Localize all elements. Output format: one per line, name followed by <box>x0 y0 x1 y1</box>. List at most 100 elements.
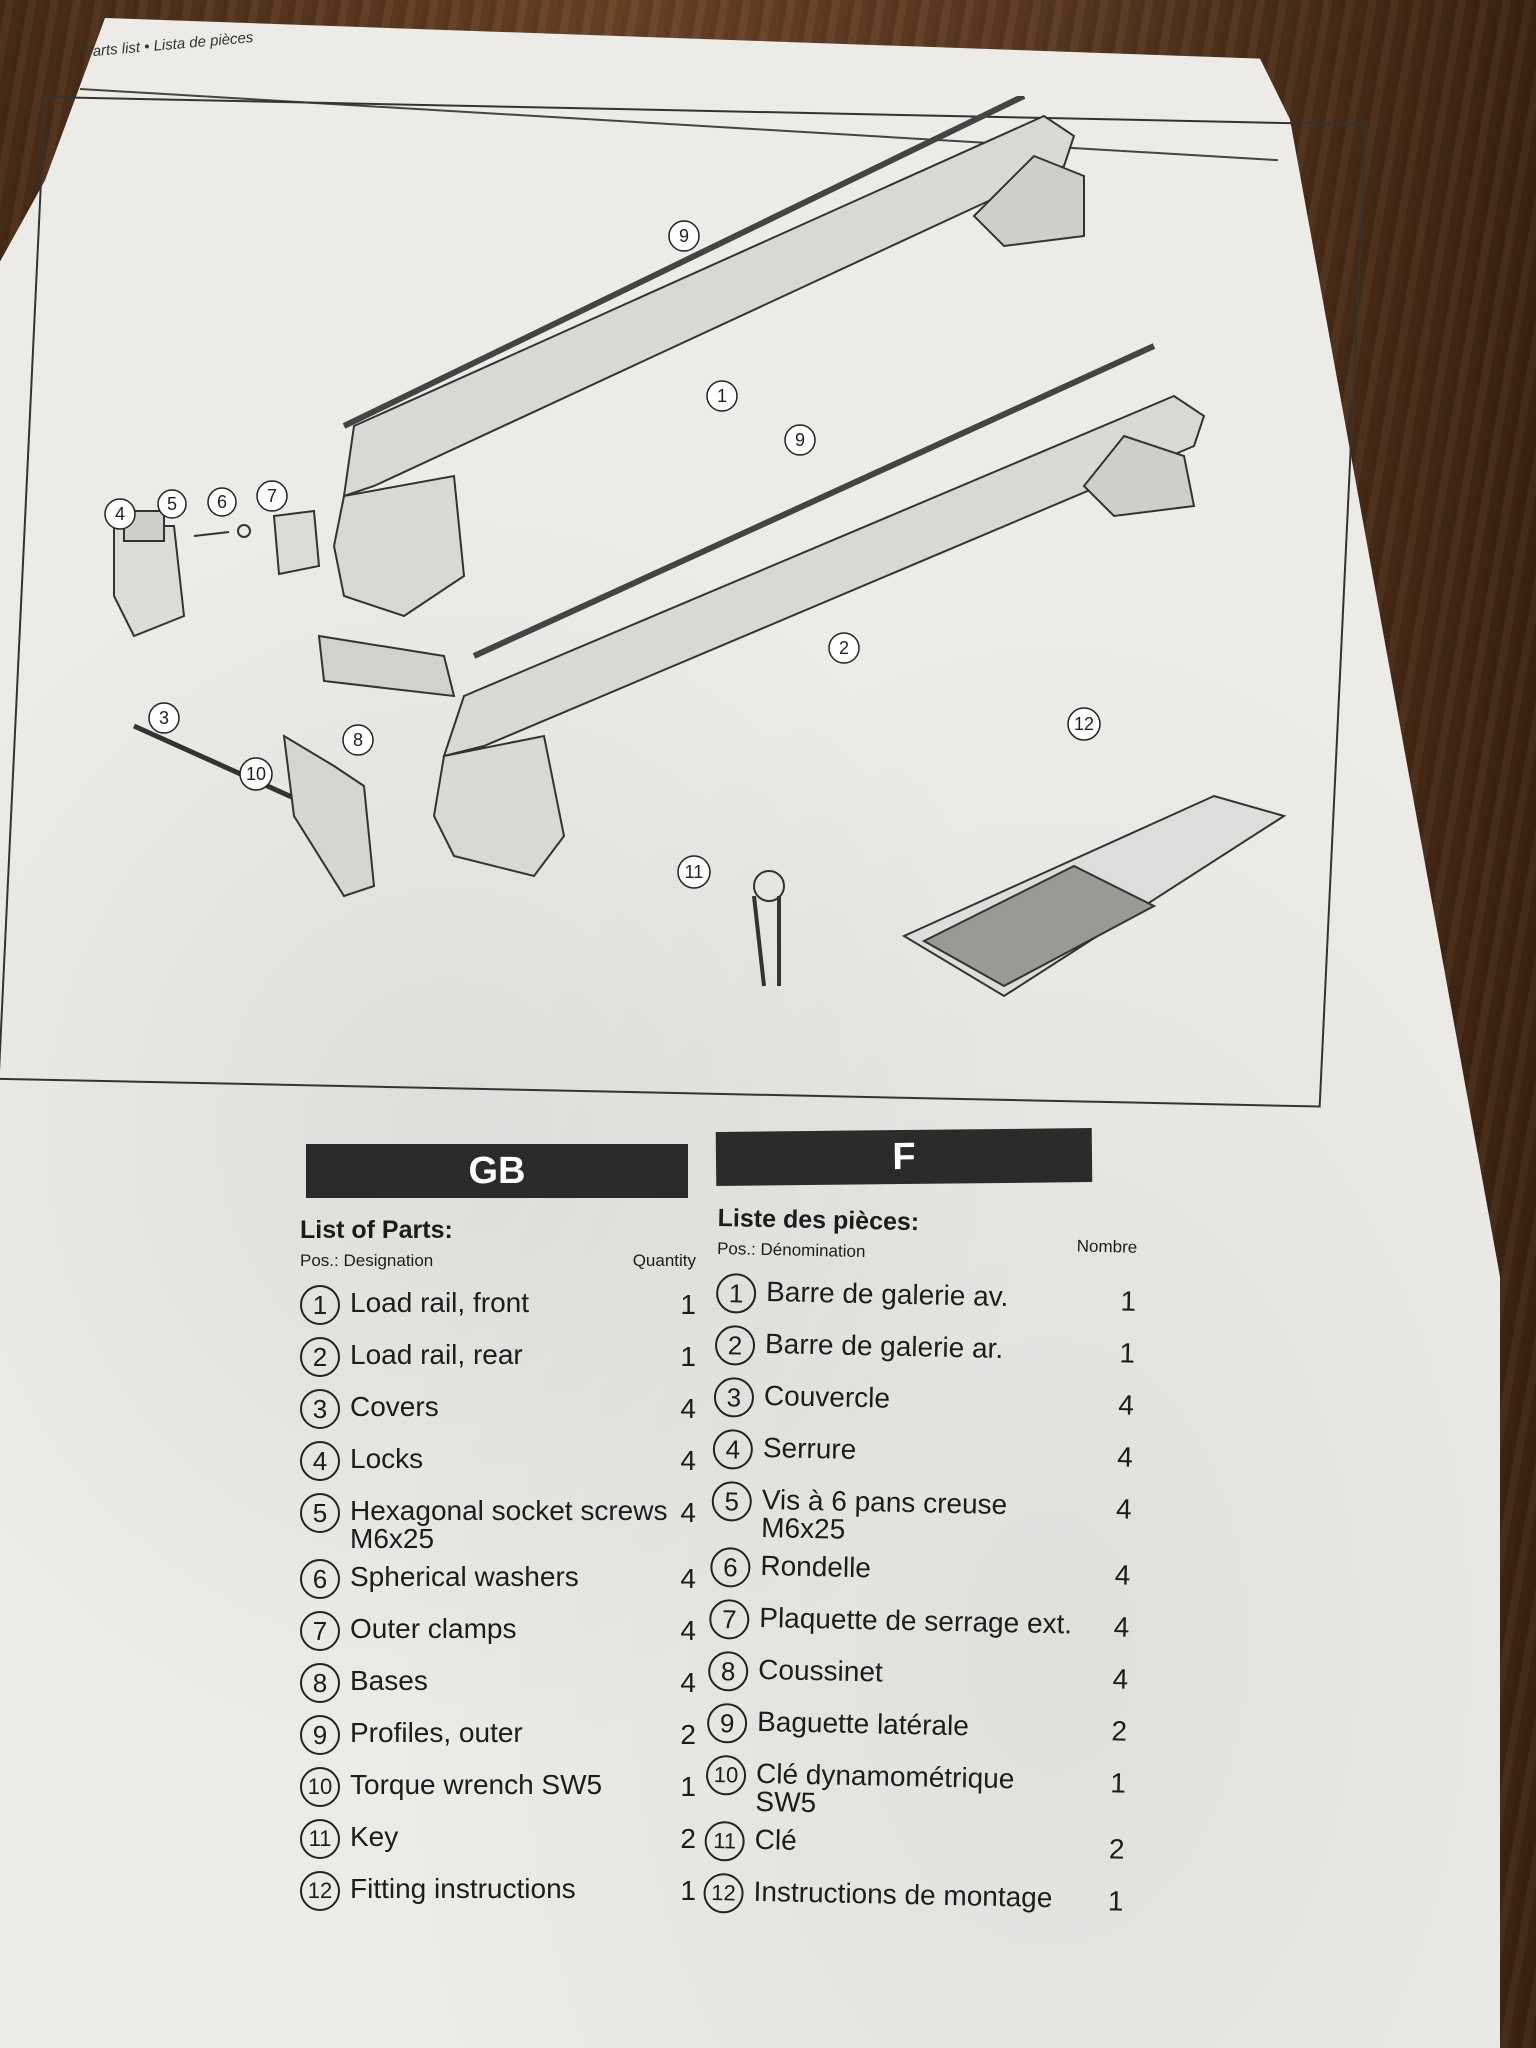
position-number: 11 <box>300 1819 340 1859</box>
pos-designation-label: Pos.: Designation <box>300 1251 434 1270</box>
callout-8: 8 <box>342 724 374 756</box>
position-number: 9 <box>706 1702 748 1744</box>
load-rail-rear <box>442 394 1206 758</box>
part-name: Spherical washers <box>350 1559 579 1591</box>
part-quantity: 1 <box>1119 1337 1136 1369</box>
position-number: 2 <box>714 1324 756 1366</box>
part-name-line: Load rail, rear <box>350 1339 523 1370</box>
part-name-line: Barre de galerie ar. <box>764 1328 1004 1365</box>
roof-rack-exploded-diagram: 1 2 3 4 5 6 7 8 9 9 10 11 12 <box>104 96 1287 998</box>
callout-6: 6 <box>207 487 237 517</box>
callout-9b-label: 9 <box>795 430 805 450</box>
part-quantity: 2 <box>1111 1715 1128 1747</box>
part-name-line: Outer clamps <box>350 1613 517 1644</box>
part-name: Load rail, rear <box>350 1337 523 1369</box>
part-name-line: Clé <box>754 1823 798 1856</box>
part-name-line: Covers <box>350 1391 439 1422</box>
part-quantity: 1 <box>680 1341 696 1372</box>
part-quantity: 2 <box>1108 1833 1125 1865</box>
part-name-line-2: M6x25 <box>350 1523 435 1554</box>
part-name-line: Barre de galerie av. <box>765 1276 1009 1313</box>
position-number: 1 <box>715 1272 757 1314</box>
part-quantity: 1 <box>1110 1767 1127 1799</box>
callout-numbers: 1 2 3 4 5 6 7 8 9 9 10 11 12 <box>104 220 1101 889</box>
part-quantity: 4 <box>1116 1441 1134 1473</box>
position-number: 5 <box>300 1493 340 1533</box>
callout-9a-label: 9 <box>679 226 689 246</box>
load-rail-front <box>342 114 1076 498</box>
part-name-line-2: SW5 <box>755 1785 817 1819</box>
part-name: Bases <box>350 1663 428 1695</box>
profile-outer-top <box>342 96 1026 429</box>
part-name: Covers <box>350 1389 439 1421</box>
part-name-line: Profiles, outer <box>350 1717 523 1748</box>
part-name-line: Hexagonal socket screws <box>350 1495 668 1526</box>
part-name: Barre de galerie av. <box>765 1274 1009 1313</box>
callout-3: 3 <box>148 702 180 734</box>
callout-10: 10 <box>239 757 273 791</box>
part-name-line: Plaquette de serrage ext. <box>759 1601 1073 1640</box>
part-name-line: Torque wrench SW5 <box>350 1769 603 1800</box>
quantity-label: Quantity <box>632 1251 696 1270</box>
callout-1-label: 1 <box>717 386 727 406</box>
callout-12-label: 12 <box>1074 714 1094 734</box>
parts-list-row: 11 Key 2 <box>300 1819 696 1871</box>
part-quantity: 1 <box>680 1771 696 1802</box>
part-name-line: Bases <box>350 1665 428 1696</box>
callout-6-label: 6 <box>217 492 227 512</box>
position-number: 9 <box>300 1715 340 1755</box>
parts-list-gb: List of Parts: Pos.: Designation Quantit… <box>300 1216 696 1923</box>
part-name-line: Instructions de montage <box>753 1875 1053 1914</box>
part-quantity: 1 <box>680 1875 696 1906</box>
part-quantity: 4 <box>680 1563 696 1594</box>
part-name: Locks <box>350 1441 423 1473</box>
position-number: 7 <box>300 1611 340 1651</box>
callout-8-label: 8 <box>353 730 363 750</box>
part-quantity: 4 <box>1115 1493 1133 1525</box>
nombre-label: Nombre <box>1076 1236 1138 1257</box>
callout-9b: 9 <box>784 424 816 456</box>
part-quantity: 4 <box>680 1497 696 1528</box>
position-number: 8 <box>707 1650 749 1692</box>
callout-10-label: 10 <box>246 764 266 784</box>
position-number: 12 <box>703 1872 744 1914</box>
part-name: Rondelle <box>760 1548 872 1584</box>
base-part <box>317 634 456 698</box>
part-name-line: Key <box>350 1821 399 1852</box>
part-name-line: Rondelle <box>760 1549 872 1584</box>
part-quantity: 1 <box>680 1289 696 1320</box>
callout-2-label: 2 <box>839 638 849 658</box>
part-quantity: 2 <box>680 1823 696 1854</box>
position-number: 6 <box>709 1546 751 1588</box>
lang-bar-gb: GB <box>306 1144 688 1198</box>
part-name: Load rail, front <box>350 1285 529 1317</box>
callout-11: 11 <box>677 855 711 889</box>
callout-5-label: 5 <box>167 494 177 514</box>
part-quantity: 4 <box>680 1667 696 1698</box>
part-quantity: 1 <box>1120 1285 1137 1317</box>
part-name-line-2: M6x25 <box>760 1511 846 1545</box>
part-name: Coussinet <box>758 1652 883 1688</box>
parts-list-fr-header: Pos.: Dénomination Nombre <box>717 1236 1138 1268</box>
position-number: 10 <box>705 1754 747 1796</box>
part-name: Instructions de montage <box>753 1874 1053 1914</box>
part-quantity: 4 <box>680 1615 696 1646</box>
part-name: Fitting instructions <box>350 1871 576 1903</box>
